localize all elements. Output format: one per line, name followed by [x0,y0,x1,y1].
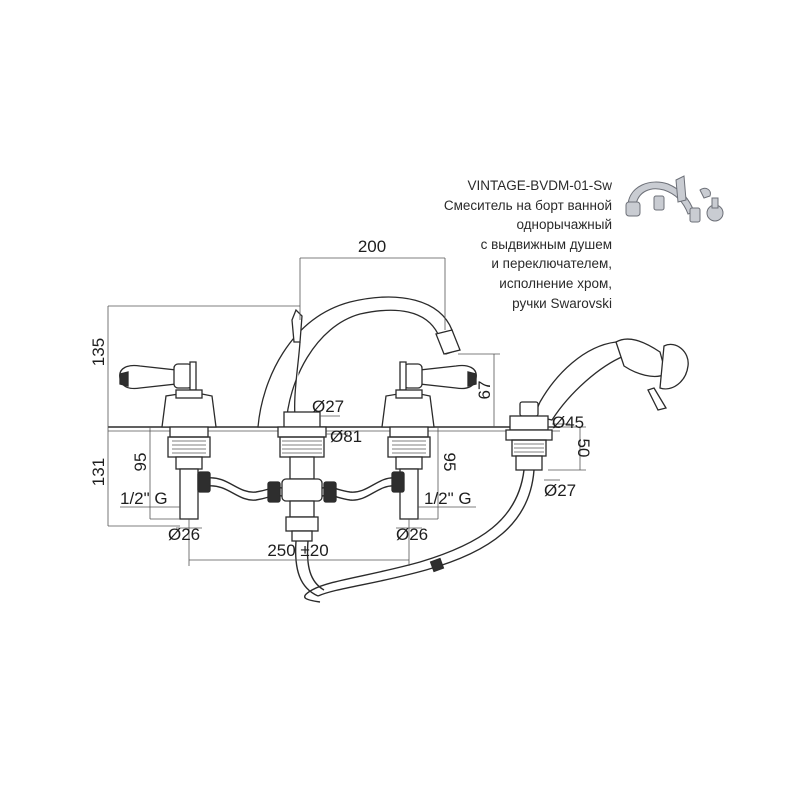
dim-spout-reach: 200 [358,237,386,256]
product-model: VINTAGE-BVDM-01-Sw [467,178,612,193]
dim-spacing: 250 ±20 [267,541,328,560]
product-description-line: ручки Swarovski [512,295,612,311]
central-spout [257,296,461,542]
dim-overall-height: 135 [89,338,108,366]
dim-right-shank: 95 [440,453,459,472]
product-caption: VINTAGE-BVDM-01-Sw Смеситель на борт ван… [444,176,612,313]
dim-shower-shank-height: 50 [574,439,593,458]
left-handle-valve [119,361,217,520]
dim-left-shank: 95 [131,453,150,472]
dim-shower-flange-dia: Ø45 [552,413,584,432]
dim-shower-pipe-dia: Ø27 [544,481,576,500]
dim-spout-height: 67 [475,381,494,400]
product-thumbnail [625,175,724,223]
product-description-line: Смеситель на борт ванной [443,197,612,213]
dim-right-thread: 1/2" G [424,489,472,508]
right-handle-valve [381,361,477,520]
dim-below-deck: 131 [89,458,108,486]
shower-hose [294,469,535,603]
dimension-lines [107,257,586,566]
dim-left-thread: 1/2" G [120,489,168,508]
dim-deck-flange-dia: Ø81 [330,427,362,446]
product-description-line: и переключателем, [491,256,612,272]
dim-center-pipe-dia: Ø27 [312,397,344,416]
product-description-line: исполнение хром, [499,275,612,291]
dim-right-shank-dia: Ø26 [396,525,428,544]
product-description-line: с выдвижным душем [480,236,612,252]
dim-left-shank-dia: Ø26 [168,525,200,544]
connecting-hoses [197,471,405,503]
product-description-line: однорычажный [516,217,612,233]
hand-shower [505,338,689,471]
